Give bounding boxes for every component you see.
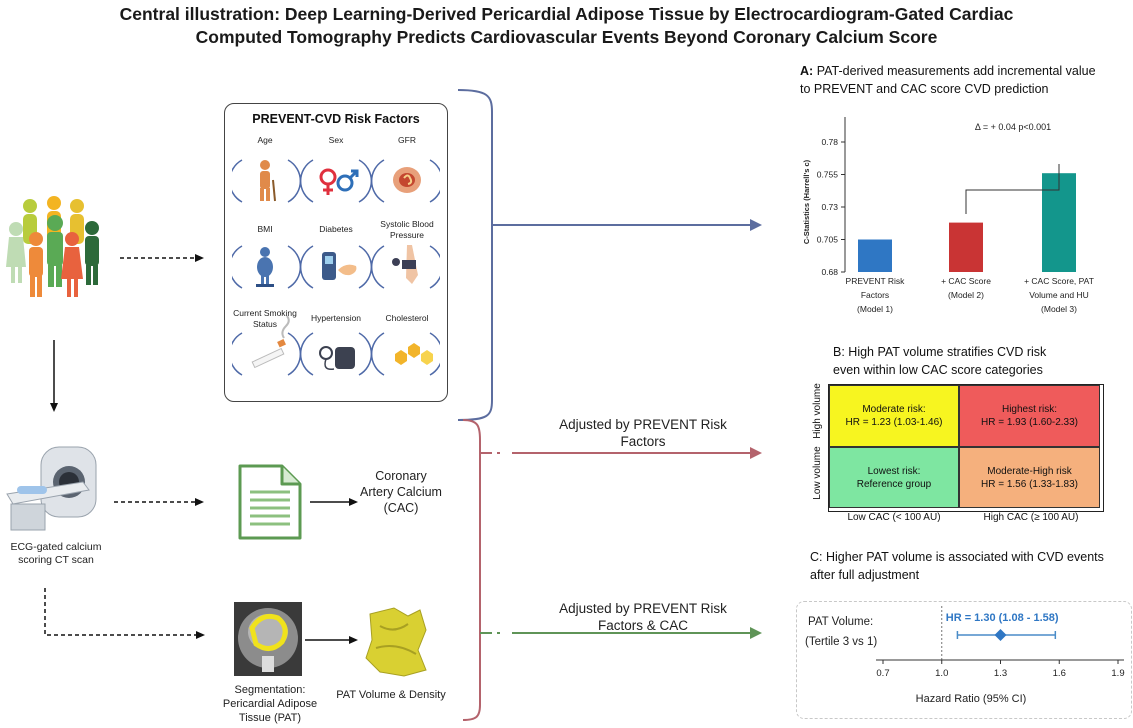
document-icon [238,464,302,540]
rf-label-sex: Sex [328,135,344,145]
cell-value: HR = 1.93 (1.60-2.33) [981,417,1078,428]
cac-label: Coronary Artery Calcium (CAC) [360,469,442,515]
forest-row-label-2: (Tertile 3 vs 1) [805,636,878,648]
rf-label-gfr: GFR [398,135,416,145]
c-statistics-bar-chart: C-Statistics (Harrell's c) 0.68 0.705 0.73… [802,117,1094,314]
glucose-meter-icon [322,252,357,280]
y-tick-label: 0.705 [817,235,839,245]
cell-high-volume-high-cac: Highest risk: HR = 1.93 (1.60-2.33) [959,385,1100,447]
ct-to-segmentation-arrow [44,588,196,636]
rf-label-diabetes: Diabetes [319,224,353,234]
delta-annotation: Δ = + 0.04 p<0.001 [975,122,1051,132]
panel-a-heading-text: PAT-derived measurements add incremental… [800,64,1096,96]
segmentation-label: Segmentation: Pericardial Adipose Tissue… [222,684,318,724]
elderly-person-icon [260,160,276,202]
x-axis-label: Hazard Ratio (95% CI) [916,693,1027,705]
y-tick-label: 0.68 [821,267,838,277]
cell-title: Highest risk: [1001,404,1057,415]
bar-1 [858,239,892,272]
rf-label-smoking: Current Smoking Status [233,308,297,329]
risk-factors-title: PREVENT-CVD Risk Factors [252,112,420,126]
x-tick-label: 1.0 [935,668,948,679]
x-tick-label: 0.7 [876,668,889,679]
bar-2 [949,222,983,272]
cell-title: Lowest risk: [867,465,921,477]
cell-value: HR = 1.56 (1.33-1.83) [981,478,1078,490]
title-line-2: Computed Tomography Predicts Cardiovascu… [195,27,938,47]
title-line-1: Central illustration: Deep Learning-Deri… [119,4,1014,24]
panel-b-heading-text: High PAT volume stratifies CVD risk even… [833,345,1047,377]
person-scale-icon [256,247,274,287]
ct-scanner-icon [6,446,97,531]
risk-matrix: Moderate risk: HR = 1.23 (1.03-1.46) Hig… [828,384,1104,512]
x-tick-label: 1.3 [994,668,1007,679]
y-label-low-volume: Low volume [812,446,823,500]
blue-bracket [457,89,493,421]
y-tick-label: 0.755 [817,170,839,180]
cell-high-volume-low-cac: Moderate risk: HR = 1.23 (1.03-1.46) [829,385,959,447]
x-label-low-cac: Low CAC (< 100 AU) [847,512,941,523]
x-tick-label: 1.6 [1053,668,1066,679]
pat-volume-label: PAT Volume & Density [336,689,446,701]
x-category-label: + CAC Score(Model 2) [941,276,991,300]
cell-low-volume-low-cac: Lowest risk: Reference group [829,447,959,508]
blood-pressure-arm-icon [392,245,418,284]
forest-row-label-1: PAT Volume: [808,616,874,628]
hr-estimate-marker [994,629,1007,641]
rf-label-bmi: BMI [257,224,273,234]
forest-plot-frame [796,601,1132,719]
y-tick-label: 0.78 [821,137,838,147]
ct-segmentation-image [234,602,302,676]
panel-c-letter: C: [810,550,823,564]
rf-label-cholesterol: Cholesterol [385,313,429,323]
panel-b-heading: B: High PAT volume stratifies CVD risk e… [833,343,1063,379]
risk-factor-icons [232,159,440,376]
adjusted-prevent-cac-label: Adjusted by PREVENT Risk Factors & CAC [559,601,727,633]
significance-bracket [965,164,1060,214]
cell-low-volume-high-cac: Moderate-High risk HR = 1.56 (1.33-1.83) [959,447,1100,508]
cell-value: Reference group [856,478,932,490]
rf-label-sbp: Systolic Blood Pressure [380,219,434,240]
panel-a-letter: A: [800,64,814,78]
adjusted-prevent-label: Adjusted by PREVENT Risk Factors [559,417,727,449]
kidney-icon [393,167,421,193]
sphygmomanometer-icon [319,346,355,371]
x-label-high-cac: High CAC (≥ 100 AU) [983,512,1079,523]
cell-title: Moderate-High risk [987,465,1072,477]
rf-label-age: Age [257,135,273,145]
cell-title: Moderate risk: [862,404,926,415]
panel-c-heading-text: Higher PAT volume is associated with CVD… [810,550,1104,582]
y-axis-label: C-Statistics (Harrell's c) [802,159,811,244]
panel-a-heading: A: PAT-derived measurements add incremen… [800,62,1100,98]
x-tick-label: 1.9 [1111,668,1124,679]
hr-estimate-label: HR = 1.30 (1.08 - 1.58) [946,612,1059,624]
panel-b-letter: B: [833,345,845,359]
ct-scan-label: ECG-gated calcium scoring CT scan [10,541,102,566]
red-bracket [462,419,481,721]
cigarette-icon [251,315,290,369]
panel-c-heading: C: Higher PAT volume is associated with … [810,548,1120,584]
cell-value: HR = 1.23 (1.03-1.46) [845,417,943,428]
rf-label-hypertension: Hypertension [310,313,362,323]
gender-symbols-icon [319,168,359,195]
pat-3d-render-icon [365,607,427,677]
y-tick-label: 0.73 [821,202,838,212]
cholesterol-hexagon-icon [395,343,433,365]
population-icon [6,196,99,297]
risk-factors-panel [224,103,448,402]
